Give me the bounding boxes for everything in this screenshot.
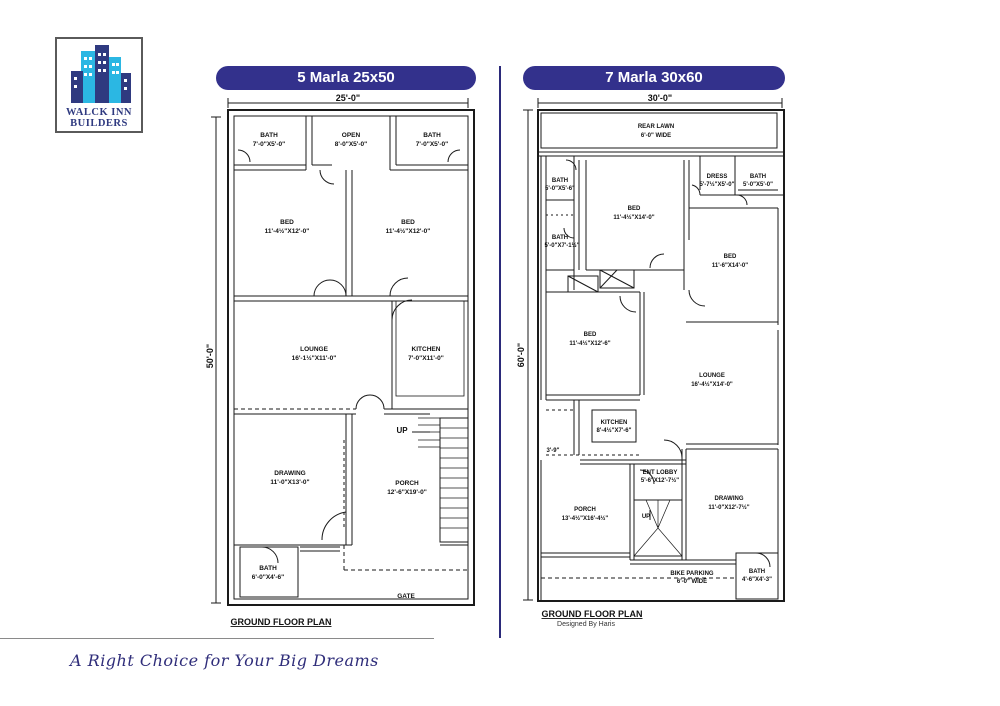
left-bed2-size: 11'-4½"X12'-0" xyxy=(386,227,431,235)
left-porch-name: PORCH xyxy=(395,480,419,487)
right-porch-size: 13'-4½"X16'-4½" xyxy=(562,515,609,522)
right-bed3-name: BED xyxy=(584,332,597,338)
right-lounge-size: 16'-4½"X14'-0" xyxy=(691,381,733,388)
left-lounge-size: 16'-1½"X11'-0" xyxy=(292,354,337,362)
right-dress-size: 5'-7½"X5'-0" xyxy=(700,181,735,188)
left-bath1-name: BATH xyxy=(260,132,278,139)
right-width-dimension: 30'-0" xyxy=(648,93,672,103)
right-porch-name: PORCH xyxy=(574,507,596,513)
left-open-name: OPEN xyxy=(342,132,361,139)
right-ent-lobby-name: ENT LOBBY xyxy=(643,470,678,476)
left-bed1-size: 11'-4½"X12'-0" xyxy=(265,227,310,235)
right-depth-dimension: 60'-0" xyxy=(516,343,526,367)
right-drawing-size: 11'-0"X12'-7½" xyxy=(708,504,749,511)
left-floor-plan: 25'-0" BATH 7'-0"X5'-0" OPEN 8'-0"X5'-0"… xyxy=(205,93,475,627)
logo-line2: BUILDERS xyxy=(70,118,128,129)
left-bed2-name: BED xyxy=(401,219,415,226)
right-bath2-name: BATH xyxy=(750,174,766,180)
left-open-size: 8'-0"X5'-0" xyxy=(335,141,367,148)
designer-credit: Designed By Haris xyxy=(557,621,615,628)
left-bath3-name: BATH xyxy=(259,565,277,572)
left-lounge-name: LOUNGE xyxy=(300,346,328,353)
left-width-dimension: 25'-0" xyxy=(336,93,360,103)
right-kitchen-name: KITCHEN xyxy=(601,420,628,426)
right-bike-parking-size: 6'-0" WIDE xyxy=(677,579,707,585)
right-bath1-size: 5'-0"X5'-6" xyxy=(545,186,575,192)
right-bed2-name: BED xyxy=(724,254,737,260)
left-bath1-size: 7'-0"X5'-0" xyxy=(253,141,285,148)
right-bath3-size: 5'-0"X7'-1½" xyxy=(545,242,580,249)
logo-line1: WALCK INN xyxy=(65,107,133,118)
left-drawing-size: 11'-0"X13'-0" xyxy=(270,479,309,486)
right-drawing-name: DRAWING xyxy=(715,496,744,502)
right-bike-parking-name: BIKE PARKING xyxy=(670,571,714,577)
right-lounge-name: LOUNGE xyxy=(699,373,725,379)
right-ent-lobby-size: 5'-6"X12'-7½" xyxy=(641,477,679,484)
right-footer-title: GROUND FLOOR PLAN xyxy=(542,609,643,619)
right-bath4-size: 4'-6"X4'-3" xyxy=(742,577,772,583)
left-bath2-size: 7'-0"X5'-0" xyxy=(416,141,448,148)
left-footer-title: GROUND FLOOR PLAN xyxy=(231,617,332,627)
company-logo: WALCK INN BUILDERS xyxy=(55,37,143,133)
right-bed3-size: 11'-4½"X12'-6" xyxy=(569,340,610,347)
left-depth-dimension: 50'-0" xyxy=(205,344,215,368)
left-porch-size: 12'-6"X19'-0" xyxy=(387,489,427,496)
bottom-rule xyxy=(0,638,434,639)
right-bath2-size: 5'-0"X5'-0" xyxy=(743,182,773,188)
right-floor-plan: 30'-0" REAR LAWN 6'-0" WIDE BATH 5'-0"X5… xyxy=(516,93,785,628)
right-bed2-size: 11'-6"X14'-0" xyxy=(712,263,748,269)
left-bath3-size: 6'-0"X4'-6" xyxy=(252,574,284,581)
right-bath1-name: BATH xyxy=(552,178,568,184)
right-kitchen-size: 8'-4½"X7'-6" xyxy=(597,427,632,434)
tagline: A Right Choice for Your Big Dreams xyxy=(70,651,379,670)
left-stair-up-label: UP xyxy=(396,426,408,435)
left-bed1-name: BED xyxy=(280,219,294,226)
center-divider xyxy=(499,66,501,638)
left-kitchen-size: 7'-0"X11'-0" xyxy=(408,355,444,362)
right-bed1-size: 11'-4½"X14'-0" xyxy=(613,214,654,221)
left-drawing-name: DRAWING xyxy=(274,470,305,477)
right-bath3-name: BATH xyxy=(552,235,568,241)
right-bed1-name: BED xyxy=(628,206,641,212)
left-bath2-name: BATH xyxy=(423,132,441,139)
right-bath4-name: BATH xyxy=(749,569,765,575)
left-gate-label: GATE xyxy=(397,593,415,600)
right-stair-up-label: UP xyxy=(642,514,650,520)
buildings-logo-icon xyxy=(71,45,131,103)
left-kitchen-name: KITCHEN xyxy=(412,346,441,353)
left-plan-title: 5 Marla 25x50 xyxy=(216,66,476,90)
right-dim-3-9: 3'-9" xyxy=(547,448,560,454)
right-rear-lawn-name: REAR LAWN xyxy=(638,124,674,130)
right-rear-lawn-size: 6'-0" WIDE xyxy=(641,133,671,139)
right-dress-name: DRESS xyxy=(707,174,728,180)
right-plan-title: 7 Marla 30x60 xyxy=(523,66,785,90)
